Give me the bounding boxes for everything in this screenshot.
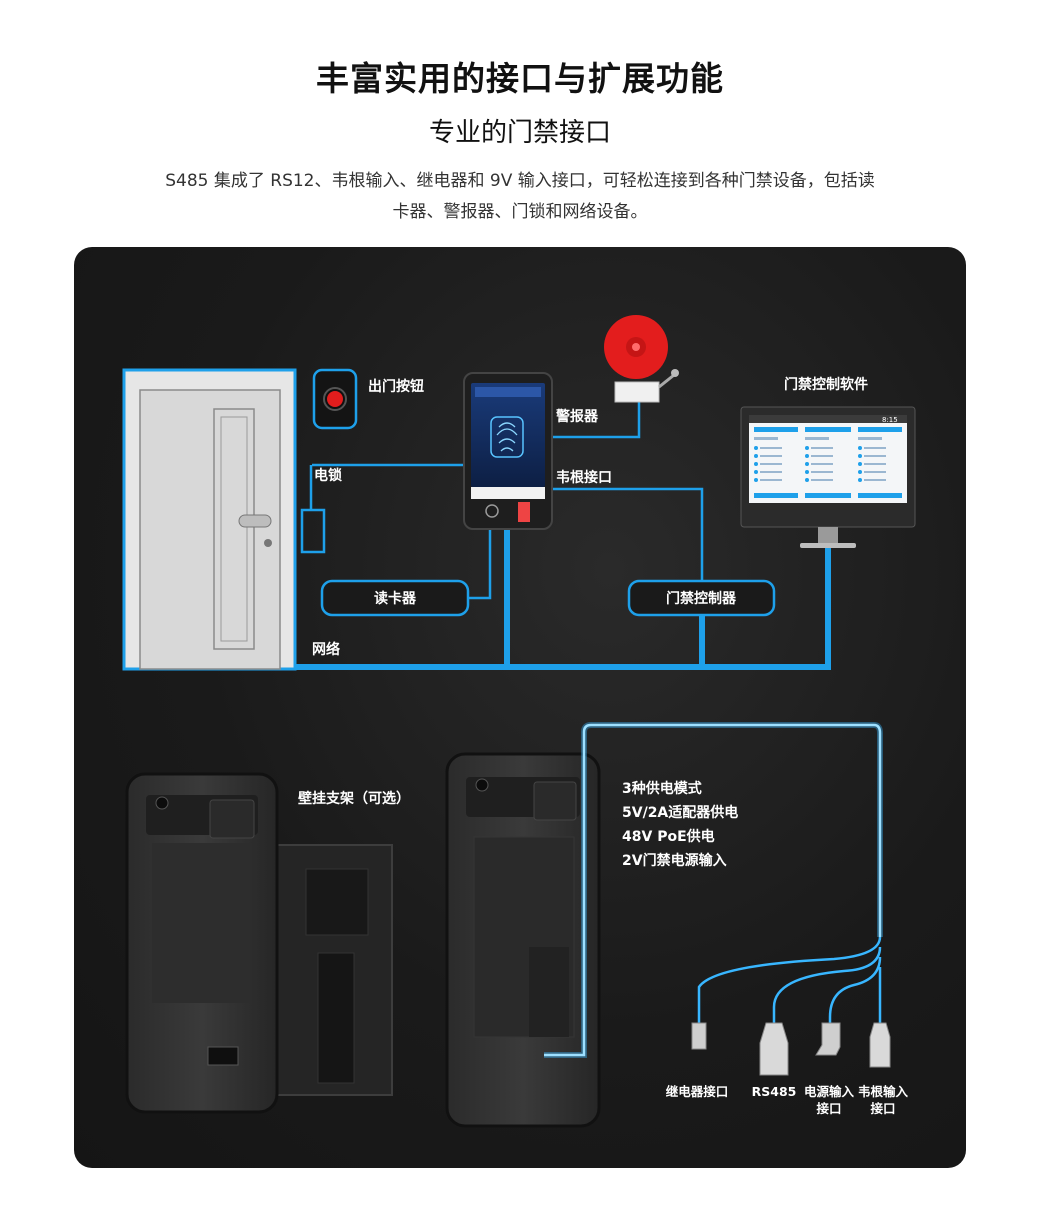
electric-lock-icon [300, 508, 326, 554]
wiegand-in-connector-icon [869, 1022, 891, 1068]
card-reader-box [320, 579, 470, 617]
alarm-label: 警报器 [556, 408, 599, 425]
electric-lock-label: 电锁 [314, 467, 342, 484]
power-cable [544, 722, 883, 1058]
monitor-clock: 8:15 [882, 416, 898, 424]
power-modes-title: 3种供电模式 [622, 780, 702, 797]
power-mode-1: 5V/2A适配器供电 [622, 804, 738, 821]
power-in-label-2: 接口 [816, 1101, 841, 1116]
rs485-label: RS485 [752, 1084, 797, 1099]
alarm-bell-icon [604, 315, 679, 403]
monitor-icon: 8:15 [740, 406, 916, 548]
terminal-device-icon [463, 372, 553, 530]
terminal-back-right-icon [445, 752, 601, 1128]
wiegand-in-label-2: 接口 [870, 1101, 895, 1116]
diagram-panel: 电锁 出门按钮 警报器 韦根接口 8:15 [74, 247, 966, 1168]
access-controller-box [627, 579, 776, 617]
relay-connector-icon [691, 1022, 707, 1050]
power-in-label: 电源输入 [804, 1084, 855, 1099]
door-illustration [122, 368, 297, 671]
access-software-label: 门禁控制软件 [784, 376, 868, 393]
section-subtitle: 专业的门禁接口 [428, 118, 611, 148]
wiegand-port-label: 韦根接口 [556, 469, 612, 486]
exit-button-label: 出门按钮 [368, 378, 424, 395]
exit-button-icon [312, 368, 358, 430]
access-control-diagram: 电锁 出门按钮 警报器 韦根接口 8:15 [122, 315, 916, 1128]
wiegand-in-label: 韦根输入 [858, 1084, 909, 1099]
card-reader-label: 读卡器 [374, 590, 417, 607]
power-in-connector-icon [815, 1022, 841, 1056]
access-controller-label: 门禁控制器 [666, 590, 737, 607]
network-label: 网络 [312, 641, 340, 658]
section-description: S485 集成了 RS12、韦根输入、继电器和 9V 输入接口，可轻松连接到各种… [165, 171, 875, 222]
wall-mount-label: 壁挂支架（可选） [298, 790, 410, 807]
rs485-connector-icon [759, 1022, 789, 1076]
relay-label: 继电器接口 [666, 1084, 729, 1099]
power-mode-3: 2V门禁电源输入 [622, 852, 727, 869]
terminal-back-left-icon [125, 772, 279, 1114]
wiring-lines [295, 402, 831, 670]
power-mode-2: 48V PoE供电 [622, 828, 715, 845]
page-title: 丰富实用的接口与扩展功能 [316, 59, 724, 98]
